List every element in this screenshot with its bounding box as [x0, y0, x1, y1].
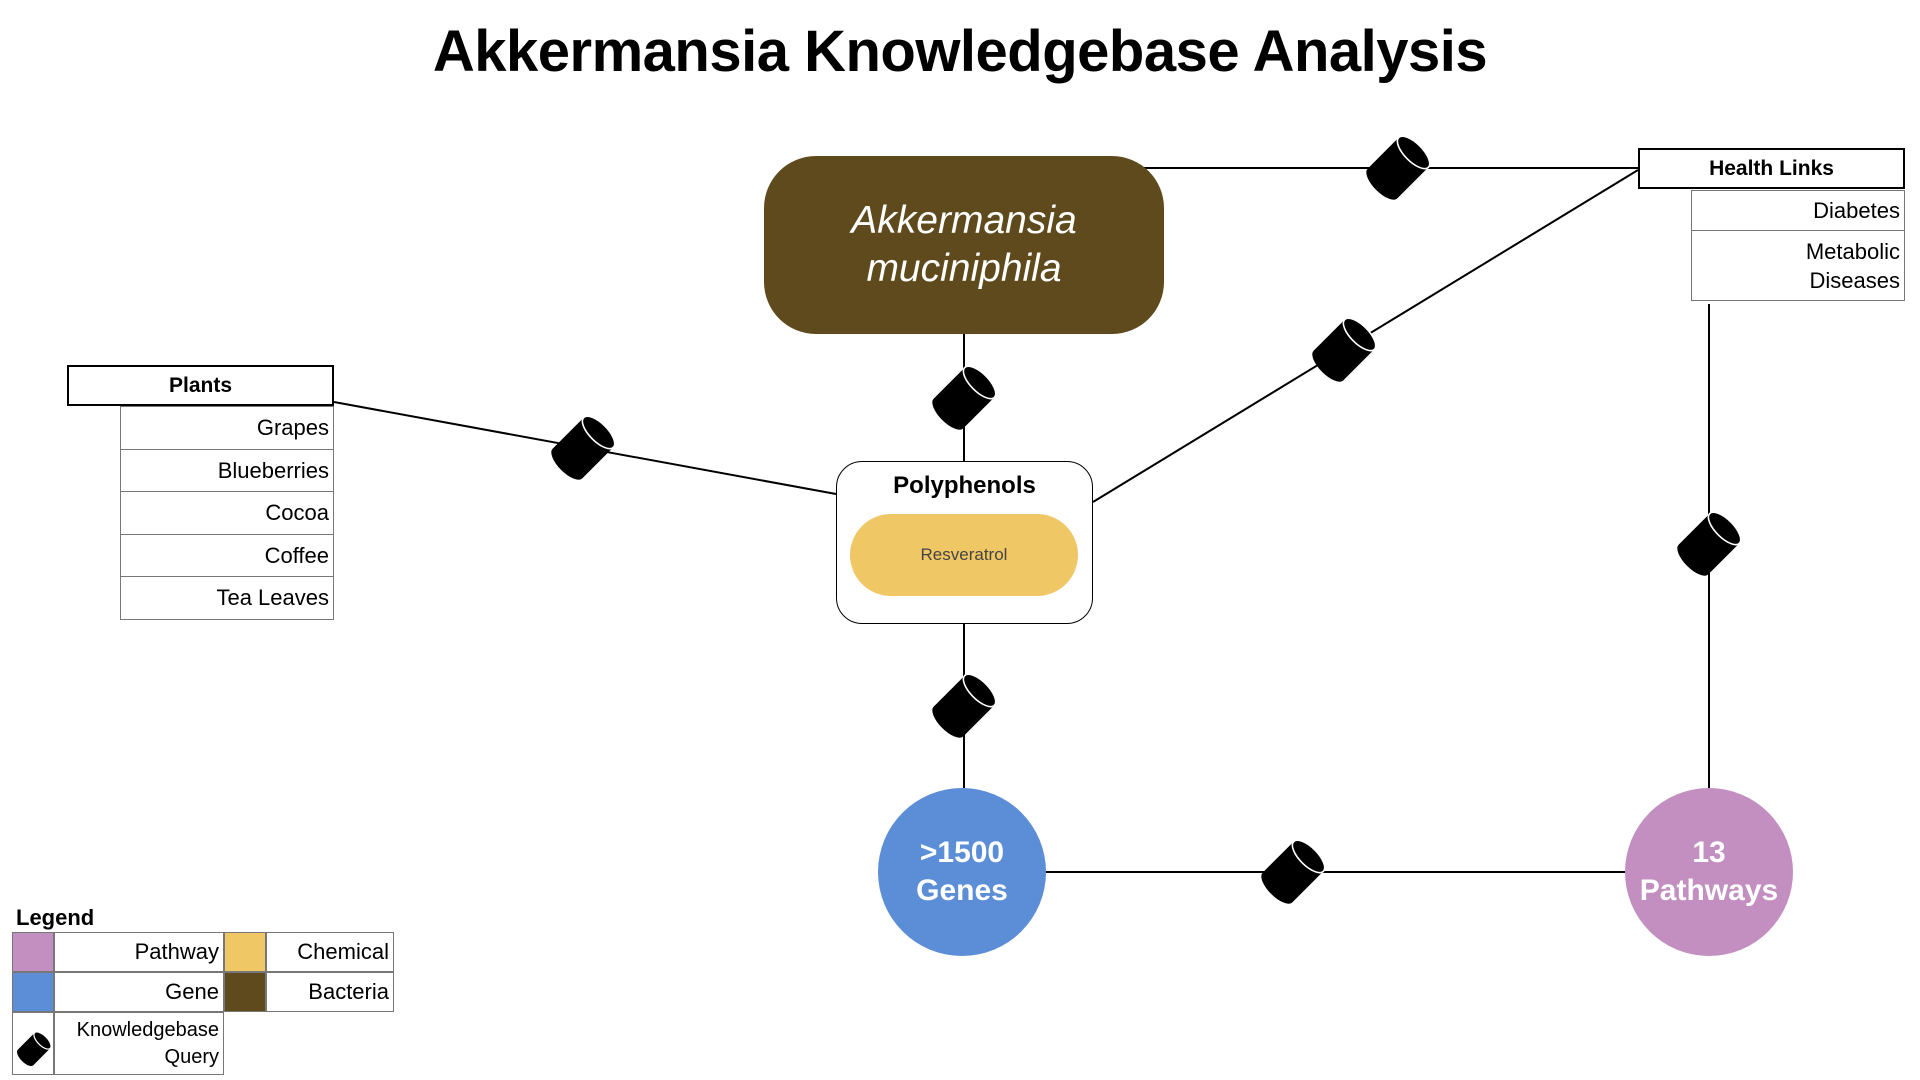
legend-swatch-query	[12, 1012, 54, 1075]
plants-table: Grapes Blueberries Cocoa Coffee Tea Leav…	[120, 406, 334, 620]
health-row-diabetes[interactable]: Diabetes	[1692, 191, 1904, 231]
database-query-icon[interactable]	[1672, 507, 1746, 581]
plants-row-cocoa[interactable]: Cocoa	[121, 492, 333, 535]
health-row-metabolic-diseases[interactable]: Metabolic Diseases	[1692, 231, 1904, 301]
pathways-count: 13	[1692, 836, 1726, 869]
plants-row-grapes[interactable]: Grapes	[121, 407, 333, 450]
legend-label-bacteria: Bacteria	[266, 972, 394, 1012]
database-query-icon[interactable]	[927, 361, 1001, 435]
polyphenols-title: Polyphenols	[893, 472, 1036, 499]
legend-swatch-bacteria	[224, 972, 266, 1012]
database-query-icon	[16, 1031, 52, 1067]
legend-swatch-pathway	[12, 932, 54, 972]
health-links-table: Diabetes Metabolic Diseases	[1691, 190, 1905, 301]
plants-row-blueberries[interactable]: Blueberries	[121, 450, 333, 492]
database-query-icon[interactable]	[1307, 313, 1381, 387]
bacteria-node[interactable]: Akkermansia muciniphila	[764, 156, 1164, 334]
database-query-icon[interactable]	[927, 669, 1001, 743]
genes-node[interactable]: >1500 Genes	[878, 788, 1046, 956]
resveratrol-node[interactable]: Resveratrol	[850, 514, 1078, 596]
genes-label: Genes	[916, 874, 1008, 907]
health-links-table-header[interactable]: Health Links	[1638, 148, 1905, 189]
database-query-icon[interactable]	[546, 411, 620, 485]
legend-label-query: Knowledgebase Query	[54, 1012, 224, 1075]
database-query-icon[interactable]	[1256, 835, 1330, 909]
legend-label-chemical: Chemical	[266, 932, 394, 972]
legend-swatch-gene	[12, 972, 54, 1012]
plants-table-header[interactable]: Plants	[67, 365, 334, 406]
diagram-title: Akkermansia Knowledgebase Analysis	[432, 19, 1488, 84]
pathways-label: Pathways	[1639, 874, 1779, 907]
genes-count: >1500	[919, 836, 1005, 869]
polyphenols-group[interactable]: Polyphenols Resveratrol	[836, 461, 1093, 624]
legend-swatch-chemical	[224, 932, 266, 972]
database-query-icon[interactable]	[1361, 131, 1435, 205]
bacteria-label: Akkermansia muciniphila	[851, 199, 1077, 290]
plants-row-tea-leaves[interactable]: Tea Leaves	[121, 577, 333, 620]
plants-row-coffee[interactable]: Coffee	[121, 535, 333, 577]
legend-label-pathway: Pathway	[54, 932, 224, 972]
legend-title: Legend	[16, 905, 95, 930]
legend: Pathway Chemical Gene Bacteria Knowledge…	[12, 932, 394, 1076]
resveratrol-label: Resveratrol	[920, 545, 1008, 564]
legend-label-gene: Gene	[54, 972, 224, 1012]
pathways-node[interactable]: 13 Pathways	[1625, 788, 1793, 956]
